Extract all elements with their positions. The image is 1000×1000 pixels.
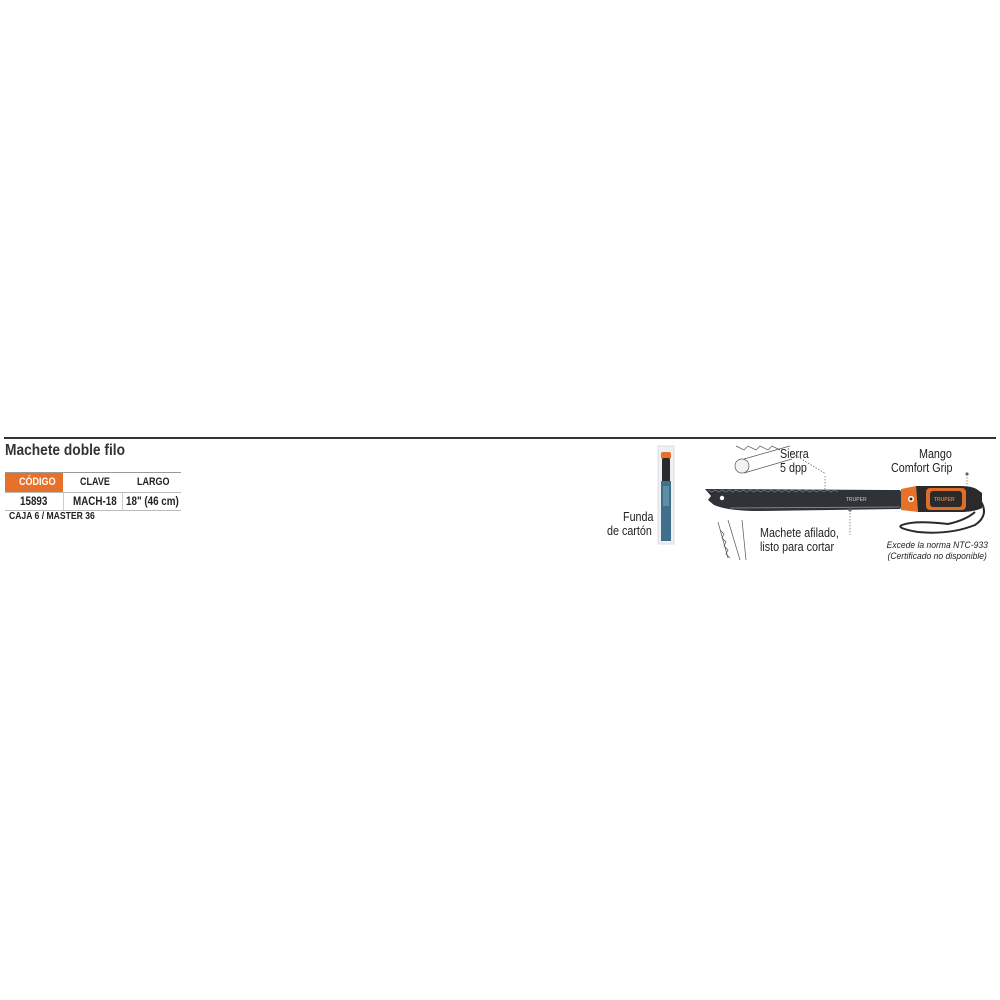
spec-table: CÓDIGO CLAVE LARGO 15893 MACH-18 18" (46… bbox=[5, 472, 181, 511]
svg-text:TRUPER: TRUPER bbox=[846, 497, 867, 503]
sheath-callout-line2: de cartón bbox=[607, 524, 652, 538]
spec-clave-value: MACH-18 bbox=[73, 494, 117, 508]
norm-note: Excede la norma NTC-933 (Certificado no … bbox=[886, 540, 988, 562]
spec-table-header: CÓDIGO CLAVE LARGO bbox=[5, 472, 181, 492]
spec-header-largo: LARGO bbox=[137, 476, 170, 488]
sheath-callout: Funda bbox=[623, 510, 654, 524]
spec-header-codigo: CÓDIGO bbox=[19, 476, 56, 488]
saw-teeth-detail-icon bbox=[734, 445, 827, 475]
col-divider bbox=[63, 493, 64, 510]
spec-header-clave: CLAVE bbox=[80, 476, 110, 488]
sharp-edge-detail-icon bbox=[717, 519, 747, 561]
col-divider bbox=[122, 493, 123, 510]
machete-image: TRUPER TRUPER bbox=[705, 486, 985, 534]
packaging-info: CAJA 6 / MASTER 36 bbox=[9, 510, 95, 522]
spec-codigo-value: 15893 bbox=[20, 494, 48, 508]
svg-text:TRUPER: TRUPER bbox=[934, 497, 955, 503]
edge-callout: Machete afilado, listo para cortar bbox=[760, 526, 839, 554]
saw-callout: Sierra 5 dpp bbox=[780, 447, 809, 475]
spec-largo-value: 18" (46 cm) bbox=[126, 494, 179, 508]
header-rule bbox=[4, 437, 996, 439]
handle-callout-line1: Mango bbox=[919, 447, 952, 461]
handle-callout-line2: Comfort Grip bbox=[891, 461, 953, 475]
sheath-image bbox=[657, 445, 675, 545]
spec-header-codigo-bg bbox=[5, 473, 63, 492]
table-row: 15893 MACH-18 18" (46 cm) bbox=[5, 492, 181, 511]
product-title: Machete doble filo bbox=[5, 442, 126, 459]
